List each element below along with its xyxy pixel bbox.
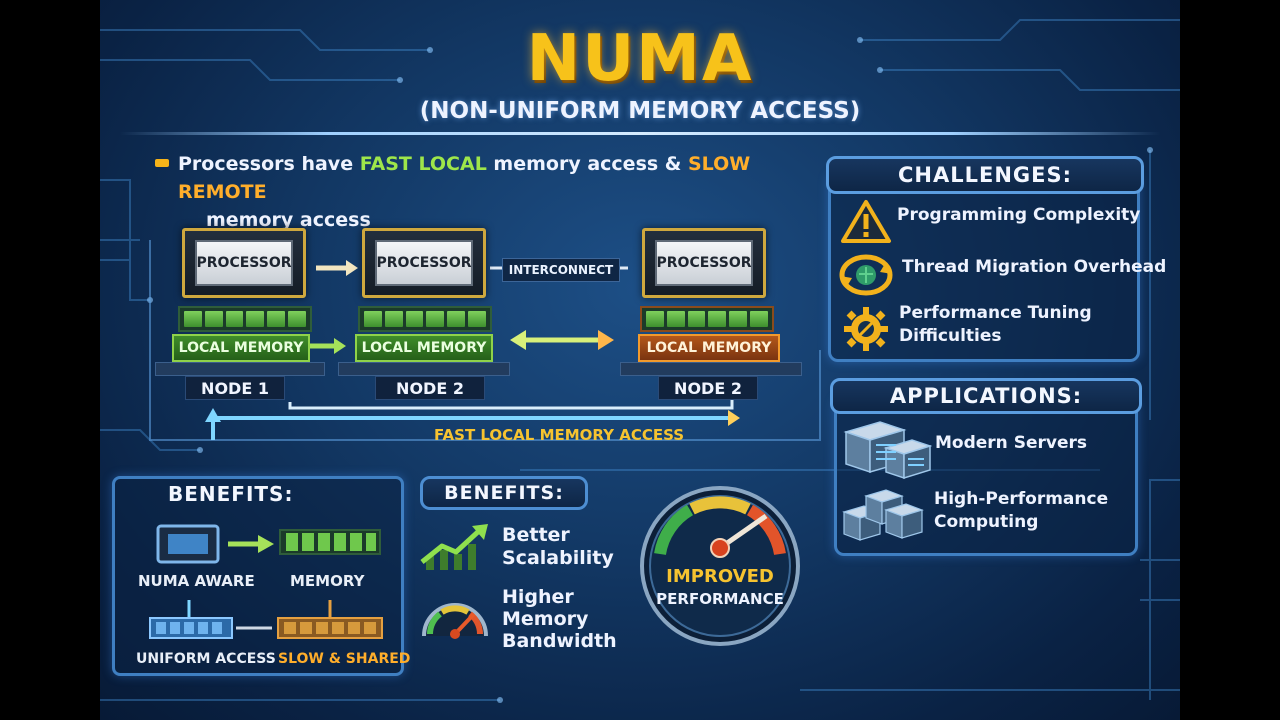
processor-node-1: PROCESSOR (182, 228, 306, 298)
page-subtitle: (NON-UNIFORM MEMORY ACCESS) (419, 98, 861, 124)
node-base-3 (620, 362, 802, 376)
processor-node-3: PROCESSOR (642, 228, 766, 298)
growth-chart-icon (420, 524, 488, 570)
performance-line1: IMPROVED (666, 566, 774, 587)
challenge-programming: Programming Complexity (897, 205, 1141, 225)
intro-text: Processors have FAST LOCAL memory access… (178, 150, 818, 234)
applications-title: APPLICATIONS: (830, 378, 1142, 414)
benefit-line1: Better (502, 524, 570, 546)
challenge-performance-tuning: Performance Tuning Difficulties (899, 302, 1092, 348)
benefits-left-title: BENEFITS: (168, 482, 294, 506)
performance-line2: PERFORMANCE (656, 590, 784, 608)
benefits-left-panel (112, 476, 404, 676)
ram-module-node-2 (358, 306, 492, 332)
node-label-1: NODE 1 (185, 376, 285, 400)
node-base-2 (338, 362, 510, 376)
benefit-bandwidth: Higher Memory Bandwidth (502, 586, 617, 652)
challenge-line2: Difficulties (899, 326, 1002, 346)
challenge-line1: Performance Tuning (899, 303, 1092, 323)
node-label-3: NODE 2 (658, 376, 758, 400)
applications-panel (834, 396, 1138, 556)
performance-gauge (640, 486, 800, 646)
slow-shared-label: SLOW & SHARED (278, 651, 411, 667)
numa-aware-diagram (156, 524, 381, 564)
app-hpc: High-Performance Computing (934, 488, 1108, 534)
challenge-thread-migration: Thread Migration Overhead (902, 257, 1167, 277)
intro-fast: FAST LOCAL (359, 153, 487, 175)
benefits-mid-title: BENEFITS: (420, 476, 588, 510)
uniform-access-label: UNIFORM ACCESS (136, 651, 276, 667)
processor-node-2: PROCESSOR (362, 228, 486, 298)
intro-line2: memory access (206, 209, 371, 231)
page-title: NUMA (526, 22, 754, 96)
memory-label: MEMORY (290, 572, 365, 590)
speedometer-icon (422, 603, 488, 639)
app-modern-servers: Modern Servers (935, 433, 1087, 453)
numa-poster: NUMA (NON-UNIFORM MEMORY ACCESS) Process… (100, 0, 1180, 720)
ram-module-node-3 (640, 306, 774, 332)
cycle-icon (839, 254, 893, 296)
bullet-icon (155, 159, 169, 167)
benefit-line2: Memory (502, 608, 589, 630)
intro-part2: memory access & (486, 153, 688, 175)
processor-label: PROCESSOR (195, 240, 293, 286)
fast-access-label: FAST LOCAL MEMORY ACCESS (434, 426, 685, 444)
benefit-scalability: Better Scalability (502, 524, 614, 570)
processor-label: PROCESSOR (375, 240, 473, 286)
node-base-1 (155, 362, 325, 376)
challenges-title: CHALLENGES: (826, 156, 1144, 194)
app-line2: Computing (934, 512, 1039, 532)
numa-aware-label: NUMA AWARE (138, 572, 255, 590)
ram-module-node-1 (178, 306, 312, 332)
uniform-access-diagram (149, 600, 383, 639)
benefit-line3: Bandwidth (502, 630, 617, 652)
benefit-line2: Scalability (502, 547, 614, 569)
node-label-2: NODE 2 (375, 376, 485, 400)
intro-part1: Processors have (178, 153, 360, 175)
benefit-line1: Higher (502, 586, 574, 608)
warning-icon (841, 200, 891, 243)
remote-memory-node-3: LOCAL MEMORY (638, 334, 780, 362)
intro-slow: SLOW REMOTE (178, 153, 751, 203)
gear-icon (844, 307, 888, 351)
interconnect-label: INTERCONNECT (502, 258, 620, 282)
servers-icon (843, 421, 932, 480)
app-line1: High-Performance (934, 489, 1109, 509)
local-memory-node-1: LOCAL MEMORY (172, 334, 310, 362)
local-memory-node-2: LOCAL MEMORY (355, 334, 493, 362)
processor-label: PROCESSOR (655, 240, 753, 286)
cluster-icon (842, 489, 924, 541)
title-divider (120, 132, 1160, 135)
